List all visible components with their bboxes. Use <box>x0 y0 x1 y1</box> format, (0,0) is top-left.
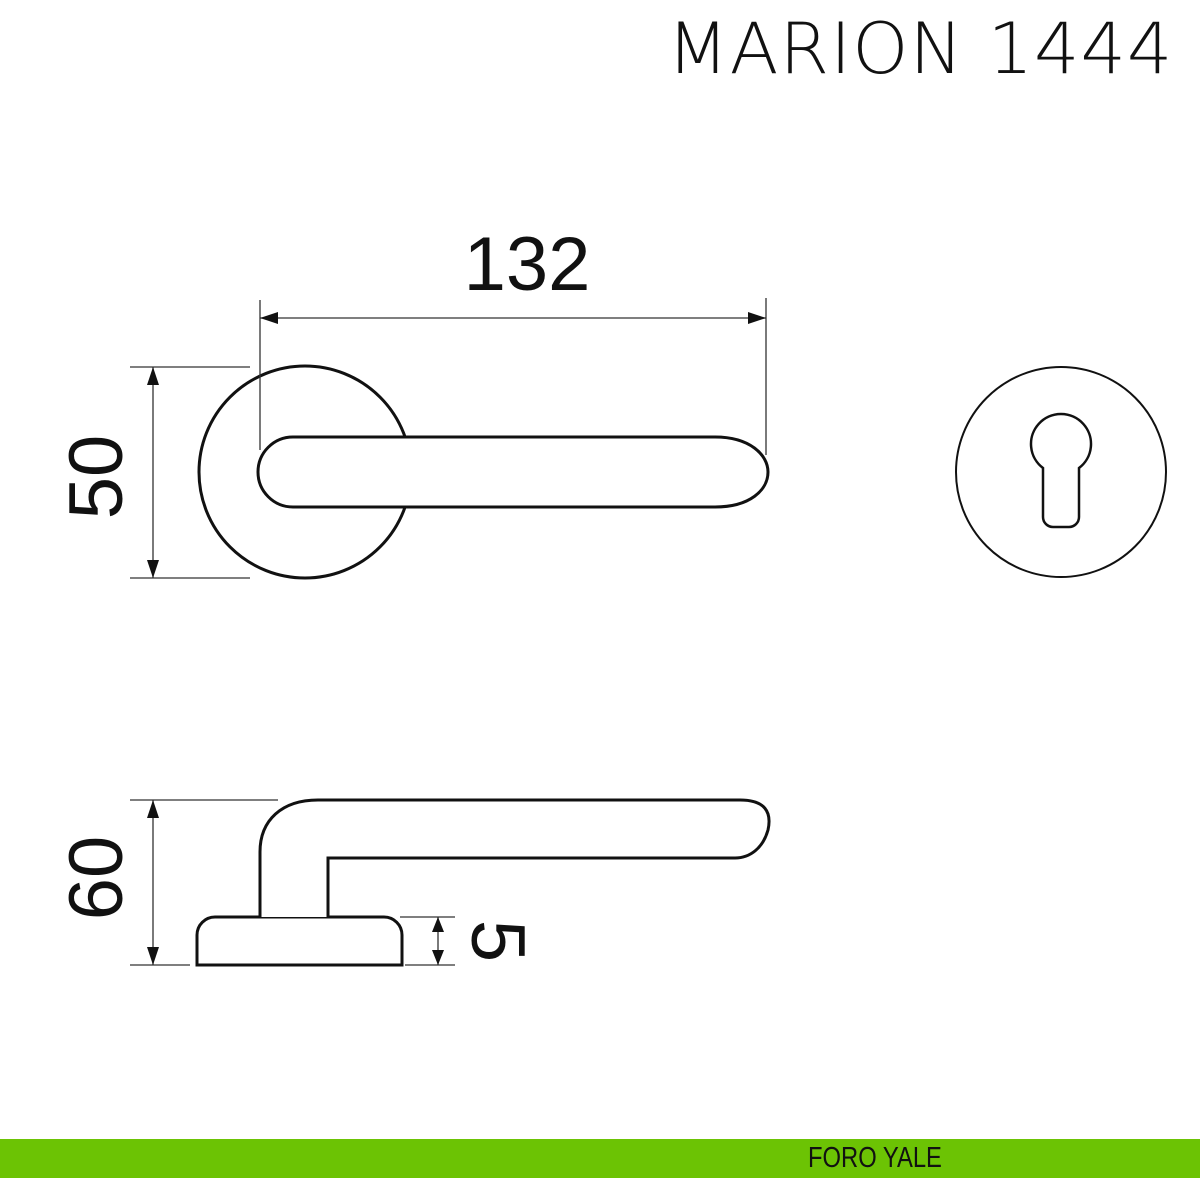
footer-label: FORO YALE <box>808 1142 942 1174</box>
dimension-length: 132 <box>464 222 591 307</box>
footer-bar <box>0 1139 1200 1178</box>
dimension-height: 60 <box>54 836 139 921</box>
dimension-rose-diameter: 50 <box>54 435 139 520</box>
keyhole-icon <box>1029 412 1093 529</box>
dimension-rose-thickness: 5 <box>455 920 540 962</box>
rose-side-view <box>195 915 404 967</box>
lever-side-view <box>258 798 771 917</box>
product-title: MARION 1444 <box>666 8 1173 90</box>
lever-top-view <box>256 435 770 509</box>
keyhole-rose <box>955 366 1167 578</box>
